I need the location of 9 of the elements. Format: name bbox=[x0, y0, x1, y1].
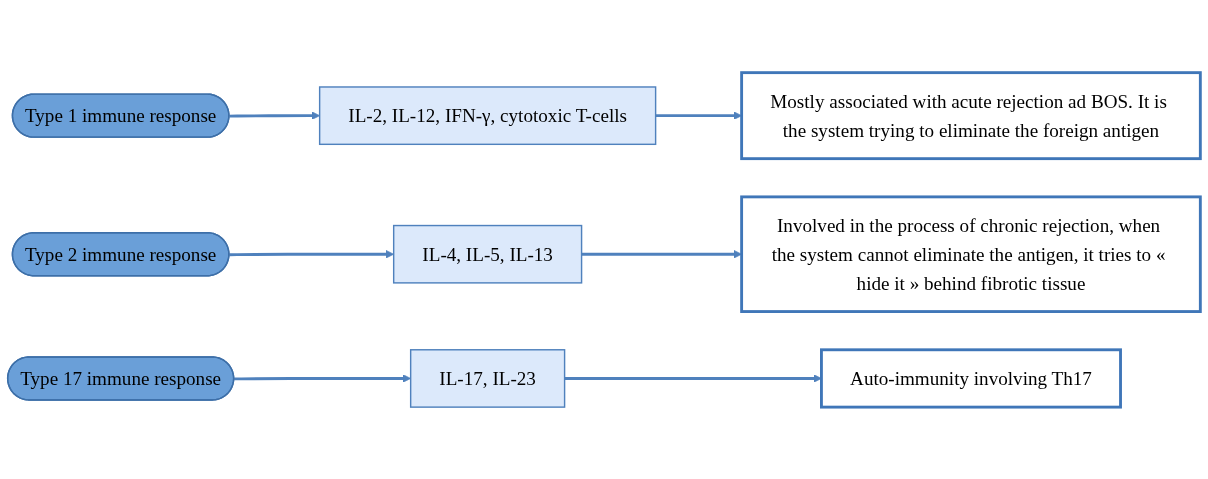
node-box: IL-2, IL-12, IFN-γ, cytotoxic T-cells bbox=[318, 85, 657, 145]
node-box: Auto-immunity involving Th17 bbox=[820, 347, 1122, 409]
node-box: IL-17, IL-23 bbox=[409, 348, 566, 408]
arrow bbox=[564, 373, 822, 383]
node-box: IL-4, IL-5, IL-13 bbox=[392, 224, 583, 284]
arrow bbox=[655, 111, 742, 120]
arrow bbox=[581, 249, 742, 259]
node-box: Mostly associated with acute rejection ad BOS. It is the system trying to eliminate the foreign antigen bbox=[740, 70, 1202, 160]
node-box: Involved in the process of chronic rejection, when the system cannot eliminate the antigen, it tries to « hide it » behind fibrotic tissue bbox=[740, 195, 1202, 313]
